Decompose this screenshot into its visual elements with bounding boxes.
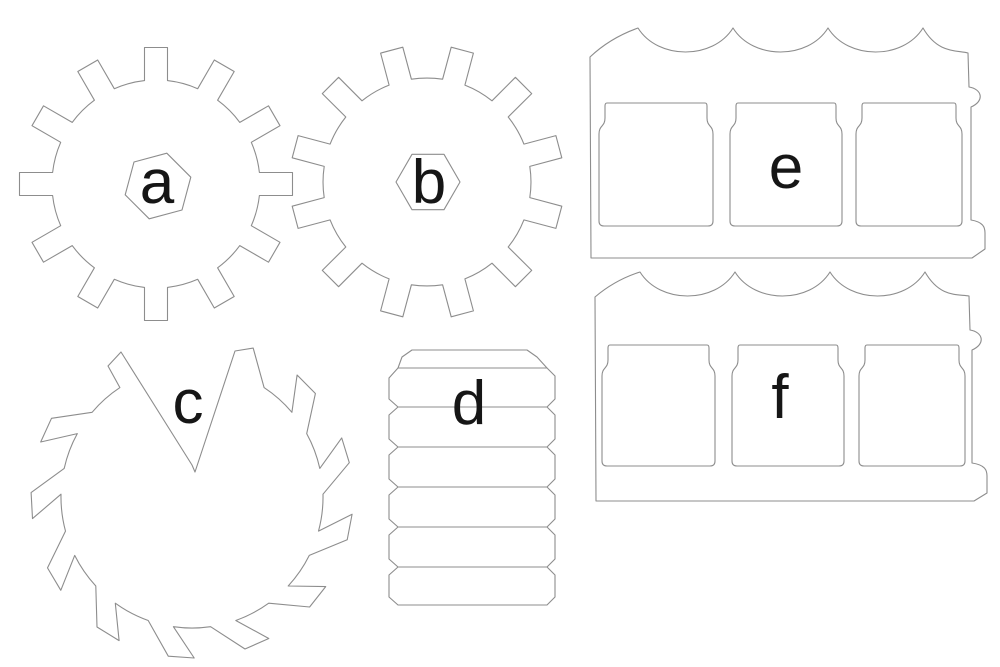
part-label-d: d xyxy=(452,369,486,438)
part-panel-f: f xyxy=(594,271,988,502)
panel-e-window-2 xyxy=(729,102,843,227)
strip-d-outline xyxy=(388,349,556,606)
part-strip-d: d xyxy=(388,349,556,606)
part-label-f: f xyxy=(771,363,789,432)
gear-a-hex-hole xyxy=(124,152,192,220)
strip-d-fold-lines xyxy=(397,367,548,568)
panel-e-window-1 xyxy=(598,102,714,227)
panel-f-window-3 xyxy=(858,344,966,467)
gear-c-outline xyxy=(30,347,353,659)
panel-f-window-2 xyxy=(731,344,845,467)
panel-f-window-1 xyxy=(601,344,716,467)
part-label-c: c xyxy=(173,368,204,437)
part-label-e: e xyxy=(769,133,803,202)
part-label-a: a xyxy=(140,148,175,217)
part-panel-e: e xyxy=(589,27,986,259)
part-gear-c: c xyxy=(30,347,353,659)
panel-e-window-3 xyxy=(855,102,963,227)
gear-b-hex-hole xyxy=(395,153,461,211)
part-label-b: b xyxy=(412,148,446,217)
part-gear-b: b xyxy=(291,46,563,318)
part-gear-a: a xyxy=(18,46,294,322)
